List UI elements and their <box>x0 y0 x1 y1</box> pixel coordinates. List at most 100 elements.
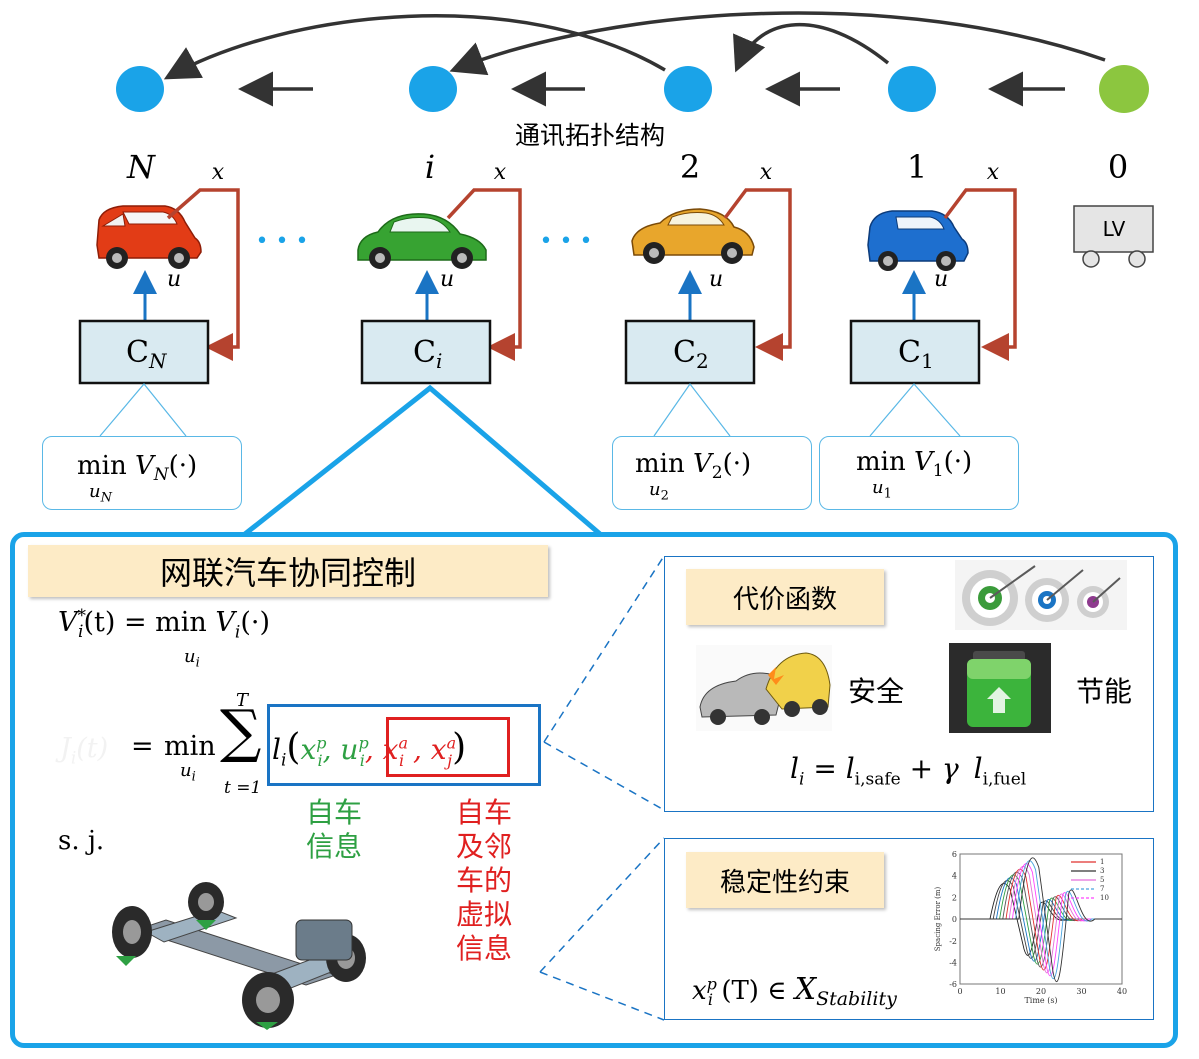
feedback-line-1 <box>943 188 1017 361</box>
chart-legend-label: 5 <box>1100 876 1104 884</box>
chart-ytick: 0 <box>952 915 957 924</box>
chart-ytick: 6 <box>952 850 957 859</box>
state-label: x <box>494 160 507 185</box>
feedback-line-N <box>166 188 240 361</box>
vehicle-index-2: 2 <box>680 148 700 186</box>
safety-label: 安全 <box>848 675 905 708</box>
vehicle-index-1: 1 <box>907 148 927 186</box>
equation-2-under: ui <box>180 760 196 785</box>
cost-box-N: min VN(·) uN <box>42 436 242 510</box>
cost-fn: V <box>134 451 154 481</box>
topology-node-1 <box>888 66 936 112</box>
stability-title: 稳定性约束 <box>686 852 884 908</box>
ellipsis-1: • • • <box>256 229 309 254</box>
cost-fn-sub: 2 <box>711 463 723 484</box>
sum-bottom: t =1 <box>224 778 262 798</box>
cost-arg: (·) <box>168 451 198 481</box>
vehicle-index-N: N <box>126 148 156 186</box>
input-label: u <box>934 267 948 292</box>
chart-legend-label: 10 <box>1100 894 1109 902</box>
cost-link-N <box>99 383 187 437</box>
topology-node-i <box>409 66 457 112</box>
cost-min: min <box>856 447 906 477</box>
controller-N-label: CN <box>126 335 168 373</box>
chart-series-line <box>960 883 1122 956</box>
topology-node-2 <box>664 66 712 112</box>
car-crash-image <box>696 645 832 731</box>
equation-2-lhs: Ji(t) <box>60 733 109 769</box>
chart-xtick: 20 <box>1036 987 1046 996</box>
feedback-line-2 <box>723 188 792 361</box>
svg-text:C2: C2 <box>673 335 709 373</box>
topology-link-2-to-N <box>163 14 666 80</box>
cost-fn: V <box>692 449 712 479</box>
cost-formula: li = li,safe + γ li,fuel <box>790 752 1027 790</box>
controller-2-box <box>624 319 756 385</box>
topology-link-1-to-2 <box>733 22 890 73</box>
chart-ytick: -2 <box>949 937 957 946</box>
cost-fn: V <box>913 447 933 477</box>
chart-ytick: -4 <box>949 959 957 968</box>
stability-formula: xpi (T) ∈ XStability <box>692 972 897 1011</box>
cost-fn-sub: 1 <box>932 461 944 482</box>
vehicle-index-0: 0 <box>1108 148 1128 186</box>
self-info-label: 自车 信息 <box>306 796 363 863</box>
chart-ylabel: Spacing Error (m) <box>934 886 942 951</box>
target-icon <box>955 560 1127 630</box>
cost-fn-sub: N <box>153 465 169 486</box>
cost-box-1: min V1(·) u1 <box>819 436 1019 510</box>
chart-xlabel: Time (s) <box>1024 996 1057 1004</box>
cost-under-sub: N <box>100 490 112 506</box>
cost-under: u <box>89 481 101 502</box>
stage-cost-expression: li(xpi, upi, xai , xaj) <box>272 727 467 771</box>
virtual-vars-box <box>386 717 510 777</box>
controller-2-label: C2 <box>673 335 709 373</box>
dashed-link <box>539 837 665 973</box>
chart-xtick: 10 <box>995 987 1005 996</box>
state-label: x <box>212 160 225 185</box>
chart-series-line <box>960 868 1122 971</box>
chart-xtick: 40 <box>1117 987 1127 996</box>
cost-arg: (·) <box>943 447 973 477</box>
zoom-lines <box>243 384 602 536</box>
virtual-info-label: 自车 及邻 车的 虚拟 信息 <box>456 796 513 965</box>
chart-series-line <box>960 871 1122 968</box>
stability-panel <box>664 838 1154 1020</box>
sum-top: T <box>236 690 249 711</box>
chart-legend-label: 3 <box>1100 867 1104 875</box>
subject-to-label: s. j. <box>58 826 105 856</box>
cost-under-sub: 1 <box>883 486 892 502</box>
chart-series-line <box>960 866 1122 974</box>
car-1-icon <box>867 210 969 271</box>
dashed-link <box>543 741 665 811</box>
cost-function-panel <box>664 556 1154 812</box>
topology-title: 通讯拓扑结构 <box>514 121 665 150</box>
cooperative-control-panel <box>10 532 1178 1048</box>
cost-box-2: min V2(·) u2 <box>612 436 812 510</box>
cost-min: min <box>635 449 685 479</box>
cost-link-2 <box>653 382 731 437</box>
chart-series-line <box>960 863 1122 977</box>
cost-arg: (·) <box>722 449 752 479</box>
input-label: u <box>167 267 181 292</box>
cost-under: u <box>649 479 661 500</box>
leader-vehicle-icon <box>1073 205 1154 268</box>
ellipsis-2: • • • <box>540 229 593 254</box>
chart-series-line <box>960 857 1122 983</box>
chart-xtick: 30 <box>1076 987 1086 996</box>
panel-title: 网联汽车协同控制 <box>28 545 548 597</box>
car-2-icon <box>631 208 755 264</box>
feedback-line-i <box>446 188 522 361</box>
cost-function-title: 代价函数 <box>686 569 884 625</box>
equation-2-equals: = <box>131 731 154 762</box>
chart-ytick: 4 <box>952 872 957 881</box>
cost-under-sub: 2 <box>660 488 669 504</box>
controller-i-box <box>360 319 492 385</box>
cost-link-1 <box>869 383 961 437</box>
vehicle-chassis-image <box>106 880 372 1030</box>
chart-series-line <box>960 874 1122 965</box>
chart-legend-label: 7 <box>1100 885 1104 893</box>
